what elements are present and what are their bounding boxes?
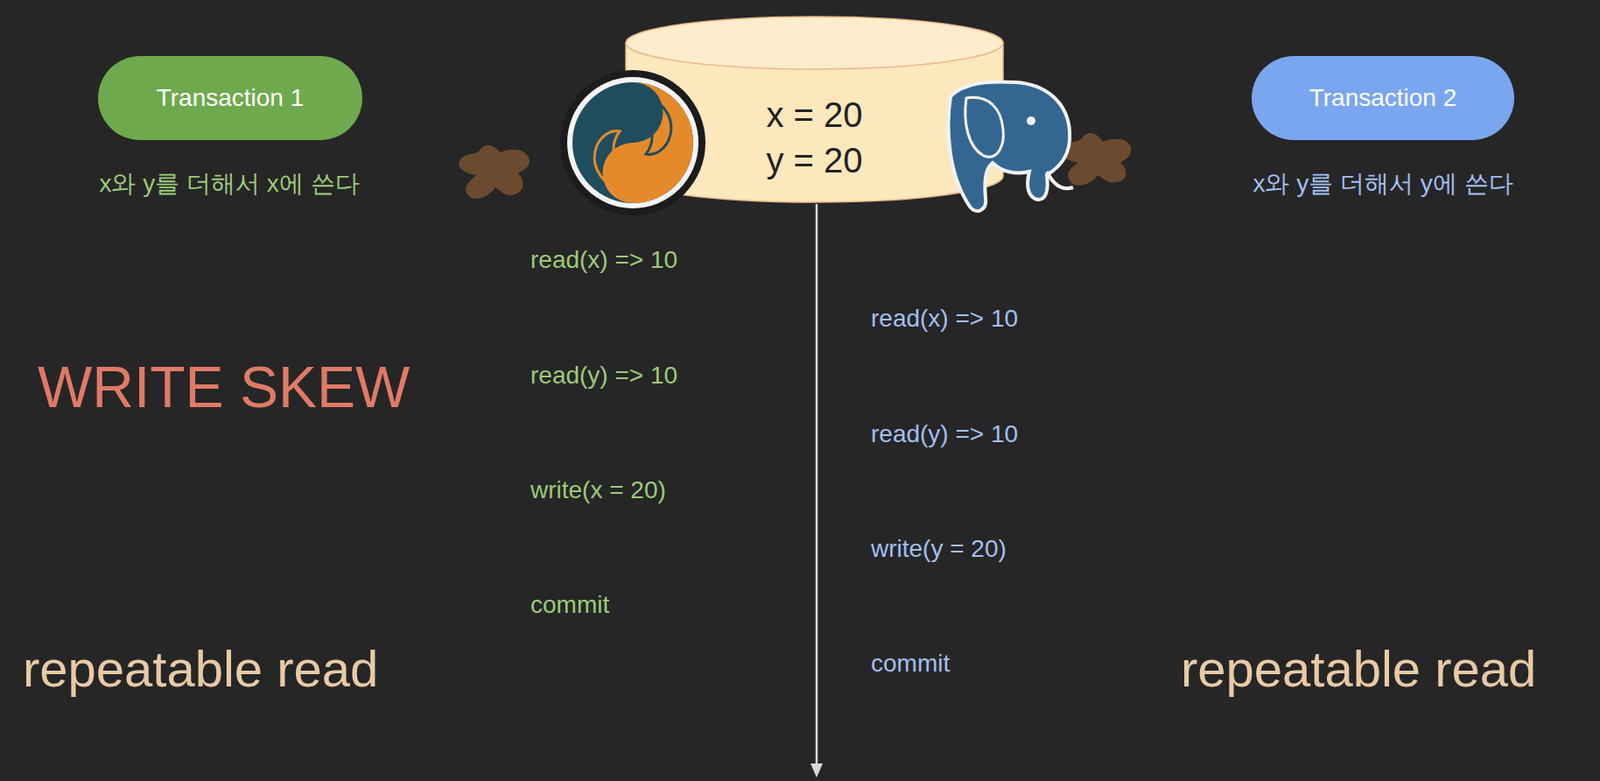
operation-step: commit [530, 589, 610, 620]
variable-value: y = 20 [765, 137, 863, 183]
transaction-title: Transaction 2 [1309, 82, 1458, 114]
variable-value: x = 20 [765, 91, 863, 138]
operation-step: read(x) => 10 [870, 303, 1018, 334]
cylinder-top [625, 16, 1004, 70]
operation-step: commit [870, 648, 950, 679]
mysql-logo [560, 70, 706, 216]
operation-step: write(y = 20) [870, 533, 1007, 564]
timeline-axis [815, 203, 819, 765]
transaction-pill: Transaction 2 [1251, 56, 1515, 141]
cylinder-body [625, 42, 1004, 203]
isolation-level: repeatable read [22, 638, 379, 700]
operation-step: read(y) => 10 [870, 419, 1018, 450]
operation-step: write(x = 20) [530, 475, 667, 506]
brown-blob [458, 145, 530, 199]
transaction-description: x와 y를 더해서 x에 쓴다 [98, 168, 359, 199]
database-cylinder: x = 20y = 20 [624, 14, 1005, 204]
anomaly-title: WRITE SKEW [37, 352, 410, 422]
isolation-level: repeatable read [1180, 638, 1537, 700]
transaction-description: x와 y를 더해서 y에 쓴다 [1252, 168, 1513, 199]
postgresql-logo [948, 81, 1074, 211]
operation-step: read(y) => 10 [530, 360, 678, 391]
operation-step: read(x) => 10 [530, 245, 678, 275]
brown-blob [1060, 133, 1131, 186]
transaction-pill: Transaction 1 [98, 56, 363, 141]
transaction-title: Transaction 1 [156, 82, 305, 114]
timeline-arrowhead [810, 763, 823, 778]
